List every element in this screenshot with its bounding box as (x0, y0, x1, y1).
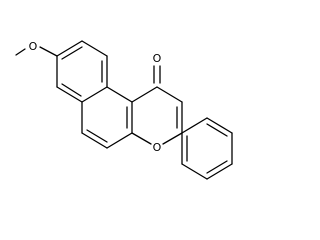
bond-o-aryl (39, 46, 58, 57)
bond-methyl-o (15, 48, 26, 56)
bond-c6a-c7-inner (61, 83, 82, 97)
bond-c3-o4 (162, 132, 183, 145)
bond-c8-c9 (56, 40, 83, 57)
bond-c1-c2 (156, 86, 183, 103)
bond-c10b-c10a (106, 86, 133, 103)
bond-c8-c9-inner (61, 46, 83, 60)
bond-ph4-ph5 (181, 163, 208, 180)
bond-ph3-ph4 (206, 163, 233, 180)
atom-labels: O O O (29, 40, 162, 154)
bond-c3-phenyl (181, 117, 208, 134)
ring-oxygen-label: O (153, 141, 162, 154)
bond-c10b-c1 (131, 86, 158, 103)
bond-group (15, 40, 233, 180)
chemical-structure: O O O (15, 40, 233, 180)
bond-c6-c5-inner (86, 129, 108, 143)
carbonyl-oxygen-label: O (153, 52, 162, 65)
bond-c10a-c6a (81, 86, 108, 103)
bond-ph3-ph4-inner (206, 160, 228, 174)
bond-ph1-ph2-inner (206, 123, 228, 137)
methoxy-oxygen-label: O (29, 40, 38, 53)
bond-o4-c4a (131, 132, 152, 145)
bond-c6a-c7 (56, 86, 83, 103)
bond-ph1-ph2 (206, 117, 233, 134)
bond-c5-c4a (106, 132, 133, 149)
bond-c9-c10 (81, 40, 108, 57)
bond-c6-c5 (81, 132, 108, 149)
